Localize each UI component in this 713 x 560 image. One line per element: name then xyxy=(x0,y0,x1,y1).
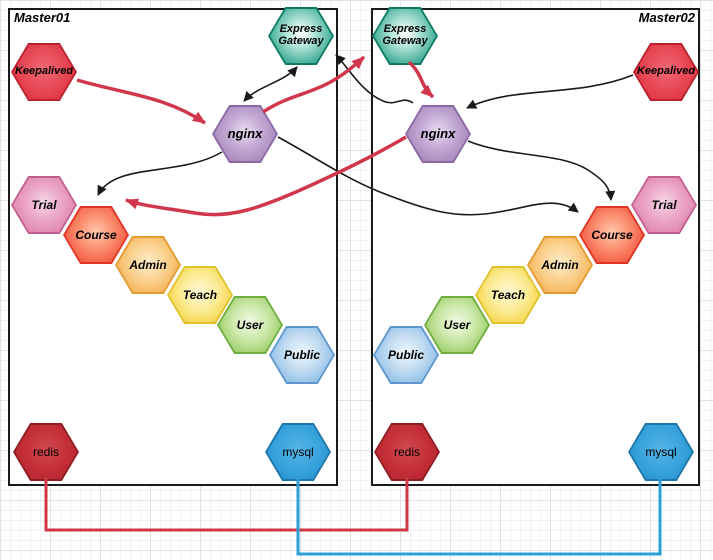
node-label: Course xyxy=(591,227,633,242)
node-admin-m01[interactable]: Admin xyxy=(115,236,181,294)
node-label: Keepalived xyxy=(636,65,696,78)
node-teach-m01[interactable]: Teach xyxy=(167,266,233,324)
node-label: Express Gateway xyxy=(382,23,428,47)
node-redis-m02[interactable]: redis xyxy=(374,423,440,481)
node-label: redis xyxy=(32,444,59,459)
node-keepalived-m01[interactable]: Keepalived xyxy=(11,43,77,101)
node-teach-m02[interactable]: Teach xyxy=(475,266,541,324)
node-label: Trial xyxy=(651,197,677,212)
node-label: Trial xyxy=(31,197,57,212)
node-label: Teach xyxy=(490,287,526,302)
node-label: Keepalived xyxy=(14,65,74,78)
node-user-m02[interactable]: User xyxy=(424,296,490,354)
node-label: Public xyxy=(283,347,320,362)
group-title-master02: Master02 xyxy=(638,10,695,25)
node-label: Admin xyxy=(129,257,167,272)
node-trial-m02[interactable]: Trial xyxy=(631,176,697,234)
node-label: nginx xyxy=(227,126,263,142)
node-nginx-m02[interactable]: nginx xyxy=(405,105,471,163)
node-label: Teach xyxy=(182,287,218,302)
node-label: mysql xyxy=(282,444,314,459)
node-user-m01[interactable]: User xyxy=(217,296,283,354)
node-course-m02[interactable]: Course xyxy=(579,206,645,264)
node-express-gateway-m01[interactable]: Express Gateway xyxy=(268,7,334,65)
group-title-master01: Master01 xyxy=(14,10,71,25)
node-nginx-m01[interactable]: nginx xyxy=(212,105,278,163)
node-admin-m02[interactable]: Admin xyxy=(527,236,593,294)
node-public-m02[interactable]: Public xyxy=(373,326,439,384)
node-redis-m01[interactable]: redis xyxy=(13,423,79,481)
node-keepalived-m02[interactable]: Keepalived xyxy=(633,43,699,101)
node-label: User xyxy=(443,317,471,332)
node-label: Admin xyxy=(541,257,579,272)
node-mysql-m01[interactable]: mysql xyxy=(265,423,331,481)
node-label: User xyxy=(236,317,264,332)
node-label: nginx xyxy=(420,126,456,142)
node-express-gateway-m02[interactable]: Express Gateway xyxy=(372,7,438,65)
node-public-m01[interactable]: Public xyxy=(269,326,335,384)
edge-mysql-m01-mysql-m02 xyxy=(296,478,662,556)
node-mysql-m02[interactable]: mysql xyxy=(628,423,694,481)
node-course-m01[interactable]: Course xyxy=(63,206,129,264)
node-label: Express Gateway xyxy=(278,23,324,47)
node-trial-m01[interactable]: Trial xyxy=(11,176,77,234)
node-label: redis xyxy=(393,444,420,459)
node-label: mysql xyxy=(645,444,677,459)
node-label: Public xyxy=(387,347,424,362)
node-label: Course xyxy=(75,227,117,242)
